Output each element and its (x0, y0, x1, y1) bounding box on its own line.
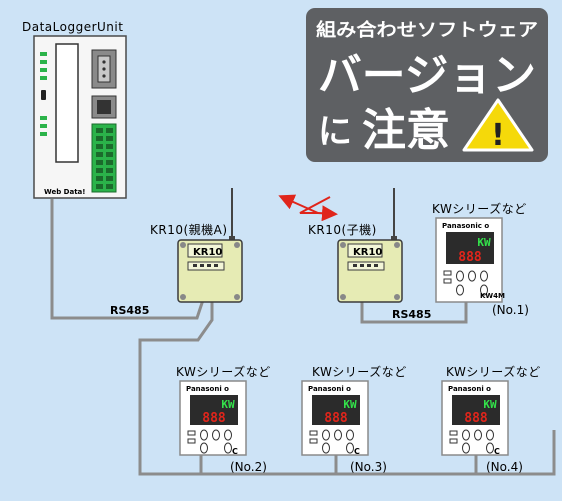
child-module-badge: KR10 (353, 247, 382, 258)
meter-caption: KWシリーズなど (176, 364, 271, 379)
version-notice-banner: 組み合わせソフトウェア バージョン に 注意 ! (306, 8, 548, 162)
terminal-block-icon (91, 123, 117, 193)
meter-display-bottom: 888 (458, 250, 482, 265)
meter-model: KW4M (480, 292, 505, 300)
meter-display-bottom: 888 (202, 411, 226, 426)
parent-module-badge: KR10 (193, 247, 222, 258)
meter-buttons (187, 429, 232, 454)
kr10-parent-module: KR10(親機A) KR10 (150, 188, 243, 303)
meter-display-top: KW (477, 236, 491, 249)
child-module-leds (347, 261, 385, 271)
kw-meter-no3: KWシリーズなど Panasoni o KW 888 C (No.3) (301, 364, 407, 474)
ethernet-port-icon (91, 95, 117, 119)
serial-port-icon (91, 49, 117, 89)
kw-meter-no4: KWシリーズなど Panasoni o KW 888 C (No.4) (441, 364, 541, 474)
warning-icon: ! (462, 98, 534, 153)
logger-footer-label: Web Data! (44, 188, 85, 196)
parent-module-label: KR10(親機A) (150, 222, 228, 237)
meter-buttons (309, 429, 354, 454)
kw-meter-no2: KWシリーズなど Panasoni o KW 888 C (No.2) (176, 364, 271, 474)
meter-brand: Panasoni o (186, 385, 229, 393)
meter-number: (No.1) (492, 303, 529, 317)
meter-buttons (443, 270, 488, 296)
meter-number: (No.2) (230, 460, 267, 474)
child-module-label: KR10(子機) (308, 222, 377, 237)
meter-caption: KWシリーズなど (432, 201, 527, 216)
parent-module-leds (187, 261, 225, 271)
meter-display-top: KW (221, 398, 235, 411)
rs485-wiring (50, 199, 556, 476)
meter-corner-text: C (232, 447, 238, 456)
meter-caption: KWシリーズなど (446, 364, 541, 379)
meter-number: (No.4) (486, 460, 523, 474)
meter-brand: Panasoni o (308, 385, 351, 393)
rs485-label-right: RS485 (392, 308, 431, 321)
warning-symbol: ! (491, 118, 505, 153)
meter-display-top: KW (343, 398, 357, 411)
meter-brand: Panasonic o (442, 222, 489, 230)
meter-buttons (449, 429, 494, 454)
meter-display-top: KW (483, 398, 497, 411)
kw-meter-no1: KWシリーズなど Panasonic o KW 888 KW4M (No.1) (432, 201, 529, 317)
antenna-icon (391, 188, 397, 244)
data-logger-unit: DataLoggerUnit (22, 20, 127, 199)
notice-line-3-main: 注意 (362, 105, 450, 156)
antenna-icon (229, 188, 235, 244)
meter-brand: Panasoni o (448, 385, 491, 393)
notice-line-2: バージョン (318, 50, 536, 101)
meter-display-bottom: 888 (324, 411, 348, 426)
notice-line-3-prefix: に (318, 112, 352, 152)
meter-corner-text: C (494, 447, 500, 456)
meter-caption: KWシリーズなど (312, 364, 407, 379)
meter-corner-text: C (354, 447, 360, 456)
logger-title: DataLoggerUnit (22, 20, 123, 34)
meter-display-bottom: 888 (464, 411, 488, 426)
rs485-label-left: RS485 (110, 304, 149, 317)
meter-number: (No.3) (350, 460, 387, 474)
notice-line-1: 組み合わせソフトウェア (316, 19, 538, 41)
status-leds (40, 52, 47, 136)
wireless-link-arrow (278, 194, 338, 222)
kr10-child-module: KR10(子機) KR10 (308, 188, 403, 303)
